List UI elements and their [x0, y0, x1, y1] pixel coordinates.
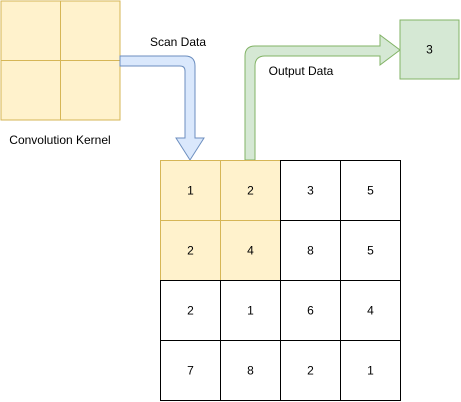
output-data-arrow: [244, 34, 401, 161]
kernel-label: Convolution Kernel: [9, 133, 110, 147]
matrix-cell-value: 1: [247, 304, 254, 318]
matrix-cell: [160, 340, 221, 401]
matrix-cell: [160, 160, 221, 221]
matrix-cell: [220, 280, 281, 341]
matrix-cell: [340, 280, 401, 341]
matrix-cell: [280, 280, 341, 341]
input-matrix: 1 2 3 5 2 4 8 5 2 1 6 4 7 8 2 1: [160, 160, 401, 401]
scan-data-arrow: [119, 55, 205, 161]
matrix-cell-value: 4: [247, 244, 254, 258]
matrix-cell-value: 2: [187, 244, 194, 258]
matrix-cell-value: 7: [187, 364, 194, 378]
matrix-cell-value: 1: [367, 364, 374, 378]
scan-data-label: Scan Data: [150, 35, 206, 49]
output-box: [399, 19, 460, 80]
matrix-cell: [160, 280, 221, 341]
matrix-cell-value: 3: [307, 184, 314, 198]
matrix-grid-lines: [160, 160, 401, 401]
output-data-label: Output Data: [269, 64, 334, 78]
convolution-kernel: [0, 0, 121, 121]
matrix-cell-value: 6: [307, 304, 314, 318]
matrix-cell-value: 2: [247, 184, 254, 198]
matrix-cell-value: 4: [367, 304, 374, 318]
matrix-cell-value: 8: [307, 244, 314, 258]
matrix-cell: [160, 220, 221, 281]
matrix-cell: [340, 160, 401, 221]
matrix-cell: [220, 160, 281, 221]
output-value: 3: [426, 43, 433, 57]
matrix-cell-value: 5: [367, 184, 374, 198]
matrix-cell-value: 5: [367, 244, 374, 258]
matrix-cell: [340, 340, 401, 401]
matrix-cell-value: 1: [187, 184, 194, 198]
matrix-cell-value: 2: [187, 304, 194, 318]
matrix-cell-value: 8: [247, 364, 254, 378]
matrix-cell-value: 2: [307, 364, 314, 378]
